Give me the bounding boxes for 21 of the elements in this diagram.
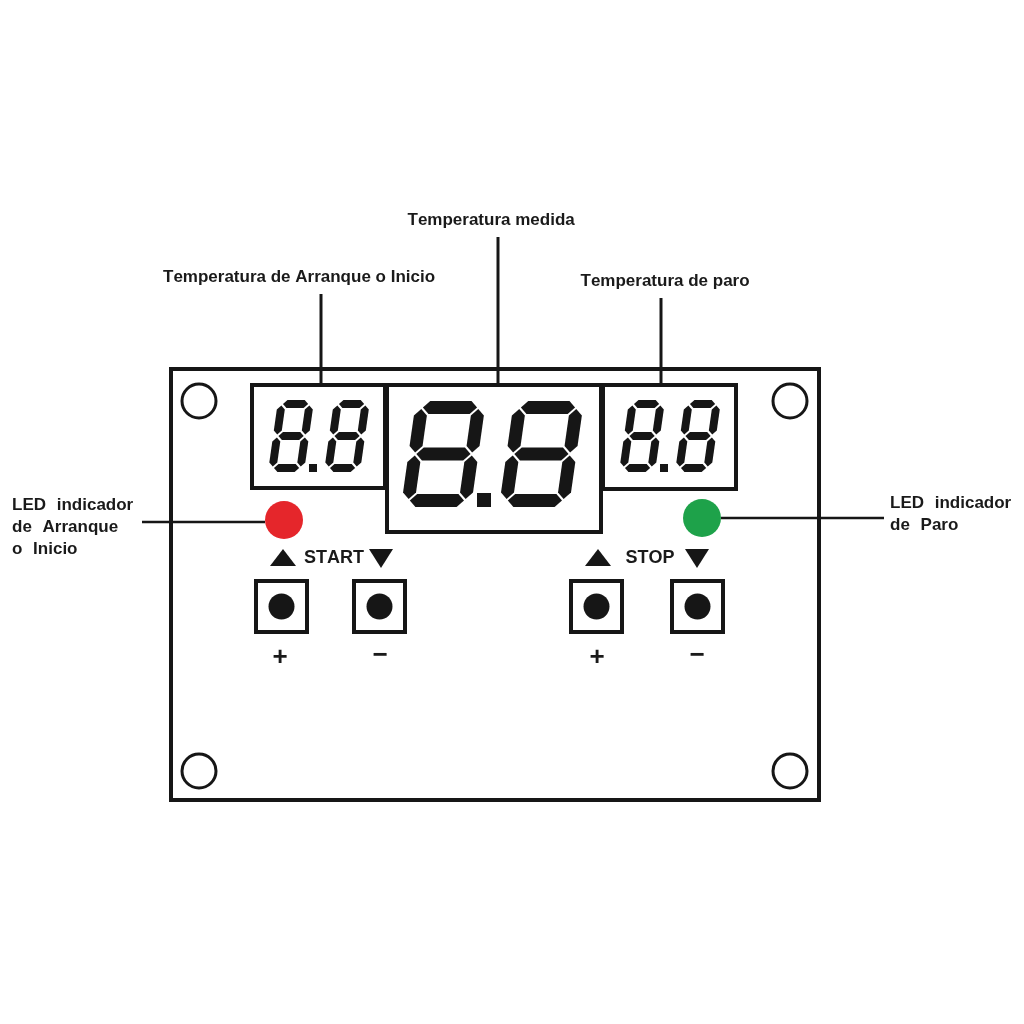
plus-sign: + xyxy=(272,641,288,671)
callout-label: LED indicador de Paro xyxy=(890,492,1014,536)
button-caption: STOP xyxy=(625,546,675,568)
plus-sign: + xyxy=(589,641,605,671)
led-indicator xyxy=(265,501,303,539)
leader-line xyxy=(142,520,265,524)
callout-label: Temperatura medida xyxy=(407,209,575,231)
led-indicator xyxy=(683,499,721,537)
button-caption: START xyxy=(304,546,364,568)
digit-display xyxy=(250,383,387,490)
leader-line xyxy=(721,516,884,520)
digit-display xyxy=(601,383,738,491)
leader-line xyxy=(659,298,663,383)
minus-sign: − xyxy=(689,639,705,669)
leader-line xyxy=(319,294,323,383)
minus-sign: − xyxy=(372,639,388,669)
callout-label: Temperatura de paro xyxy=(580,270,750,292)
leader-line xyxy=(496,237,500,383)
callout-label: Temperatura de Arranque o Inicio xyxy=(163,266,436,288)
callout-label: LED indicador de Arranque o Inicio xyxy=(12,494,136,560)
digit-display xyxy=(385,383,603,534)
